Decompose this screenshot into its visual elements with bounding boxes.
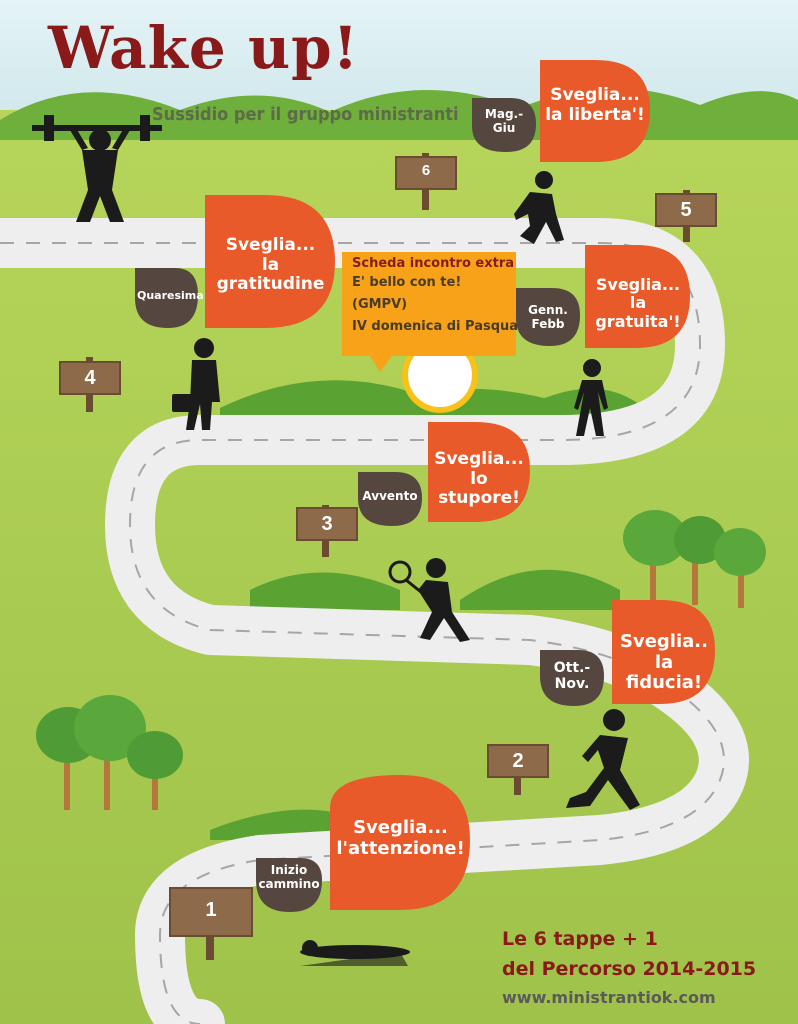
sun-icon xyxy=(402,337,478,413)
stage-1-number: 1 xyxy=(205,899,217,921)
bubble-shape-4 xyxy=(205,195,335,328)
stage-3-period: Avvento xyxy=(362,489,418,503)
stage-3-slogan: Sveglia... lo stupore! xyxy=(434,449,524,509)
period-shape-2 xyxy=(540,650,604,706)
stage-4-slogan: Sveglia... la gratitudine xyxy=(216,235,325,295)
signpost-1 xyxy=(169,887,253,960)
page-subtitle: Sussidio per il gruppo ministranti xyxy=(152,104,459,125)
bubble-shape-3 xyxy=(428,422,530,522)
stage-5-number: 5 xyxy=(680,199,692,221)
stage-4-number: 4 xyxy=(84,367,96,389)
trees-right xyxy=(623,510,766,608)
stage-5-period: Genn. Febb xyxy=(528,303,568,331)
bubble-shape-2 xyxy=(612,600,715,704)
stage-6-slogan: Sveglia... la liberta'! xyxy=(545,85,645,125)
signpost-6 xyxy=(395,153,457,210)
extra-line-3: IV domenica di Pasqua xyxy=(352,319,519,334)
runner-icon xyxy=(566,709,640,810)
stage-3-number: 3 xyxy=(321,513,333,535)
period-shape-4 xyxy=(135,268,198,328)
stage-2-slogan: Sveglia.. la fiducia! xyxy=(620,631,708,694)
bubble-shape-5 xyxy=(585,245,690,348)
signpost-4 xyxy=(59,357,121,412)
extra-box-pointer xyxy=(370,356,392,372)
page-title: Wake up! xyxy=(48,14,360,82)
businessman-icon xyxy=(172,338,220,430)
period-shape-1 xyxy=(256,858,322,912)
trees-left xyxy=(36,695,183,810)
stage-1-slogan: Sveglia... l'attenzione! xyxy=(336,817,465,859)
stage-1-period: Inizio cammino xyxy=(258,863,320,891)
tennis-player-icon xyxy=(388,558,470,642)
period-shape-5 xyxy=(516,288,580,346)
extra-scheda-box xyxy=(342,252,516,356)
footer-line-1: Le 6 tappe + 1 xyxy=(502,928,658,950)
signpost-3 xyxy=(296,505,358,557)
walking-man-icon xyxy=(574,359,608,436)
stage-5-slogan: Sveglia... la gratuita'! xyxy=(595,275,681,331)
period-shape-6 xyxy=(472,98,536,152)
jogger-icon xyxy=(514,171,564,244)
stage-2-number: 2 xyxy=(512,750,524,772)
sleeping-person-icon xyxy=(300,940,410,966)
extra-line-1: E' bello con te! xyxy=(352,275,462,290)
website-link[interactable]: www.ministrantiok.com xyxy=(502,988,716,1007)
stage-2-period: Ott.- Nov. xyxy=(553,660,591,693)
weightlifter-icon xyxy=(32,115,162,222)
stage-6-period: Mag.- Giu xyxy=(484,107,524,135)
bubble-shape-6 xyxy=(540,60,650,162)
signpost-2 xyxy=(487,744,549,795)
stage-6-number: 6 xyxy=(421,162,431,179)
bubble-shape-1 xyxy=(330,775,470,910)
signpost-5 xyxy=(655,190,717,242)
extra-heading: Scheda incontro extra xyxy=(352,256,515,271)
extra-line-2: (GMPV) xyxy=(352,297,408,312)
period-shape-3 xyxy=(358,472,422,526)
footer-line-2: del Percorso 2014-2015 xyxy=(502,958,757,980)
stage-4-period: Quaresima xyxy=(137,289,204,302)
